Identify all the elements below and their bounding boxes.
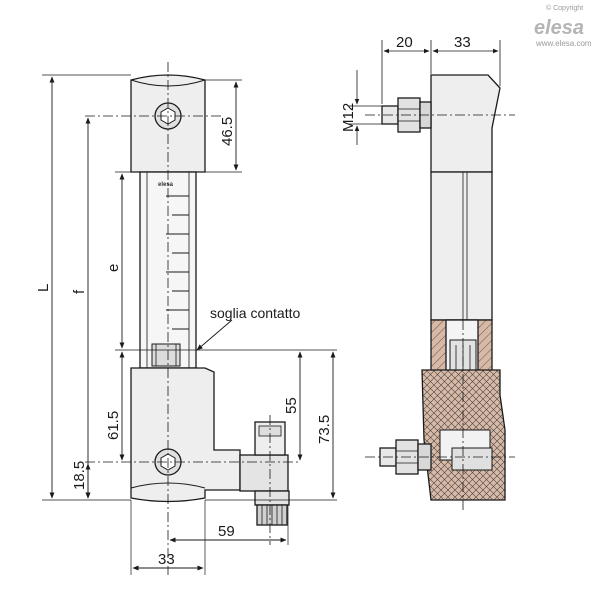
dim-33-top: 33	[454, 34, 471, 51]
front-dimension-labels: L f e 61.5 18.5 46.5 55 73.5 59 33 sogli…	[35, 117, 333, 568]
threshold-leader	[196, 319, 233, 351]
brand-watermark: © Copyright elesa www.elesa.com	[534, 4, 592, 48]
dim-thread-M12: M12	[340, 103, 357, 132]
front-centerlines	[85, 62, 300, 575]
threshold-label: soglia contatto	[210, 305, 300, 321]
side-body	[430, 171, 493, 321]
side-top-cap	[430, 74, 501, 173]
website-text: www.elesa.com	[535, 39, 592, 48]
dim-e: e	[105, 264, 122, 272]
dim-73-5: 73.5	[316, 415, 333, 444]
dim-46-5: 46.5	[219, 117, 236, 146]
side-dimension-lines	[348, 40, 501, 145]
dim-18-5: 18.5	[71, 461, 88, 490]
dim-33-bottom: 33	[158, 551, 175, 568]
tube-brand-stamp: elesa	[158, 182, 174, 188]
side-section	[421, 319, 506, 501]
elesa-logo: elesa	[534, 17, 584, 39]
dim-20: 20	[396, 34, 413, 51]
dim-59: 59	[218, 523, 235, 540]
dim-L: L	[35, 284, 52, 292]
dim-55: 55	[283, 397, 300, 414]
front-view: elesa	[130, 74, 290, 526]
dim-f: f	[71, 289, 88, 294]
side-view	[379, 74, 506, 501]
front-dimension-lines	[49, 76, 336, 571]
side-dimension-labels: 20 33 M12	[340, 34, 471, 132]
dim-61-5: 61.5	[105, 411, 122, 440]
side-centerlines	[365, 114, 515, 510]
contact-switch	[239, 421, 290, 526]
bottom-block	[130, 367, 241, 503]
copyright-text: © Copyright	[546, 4, 583, 12]
